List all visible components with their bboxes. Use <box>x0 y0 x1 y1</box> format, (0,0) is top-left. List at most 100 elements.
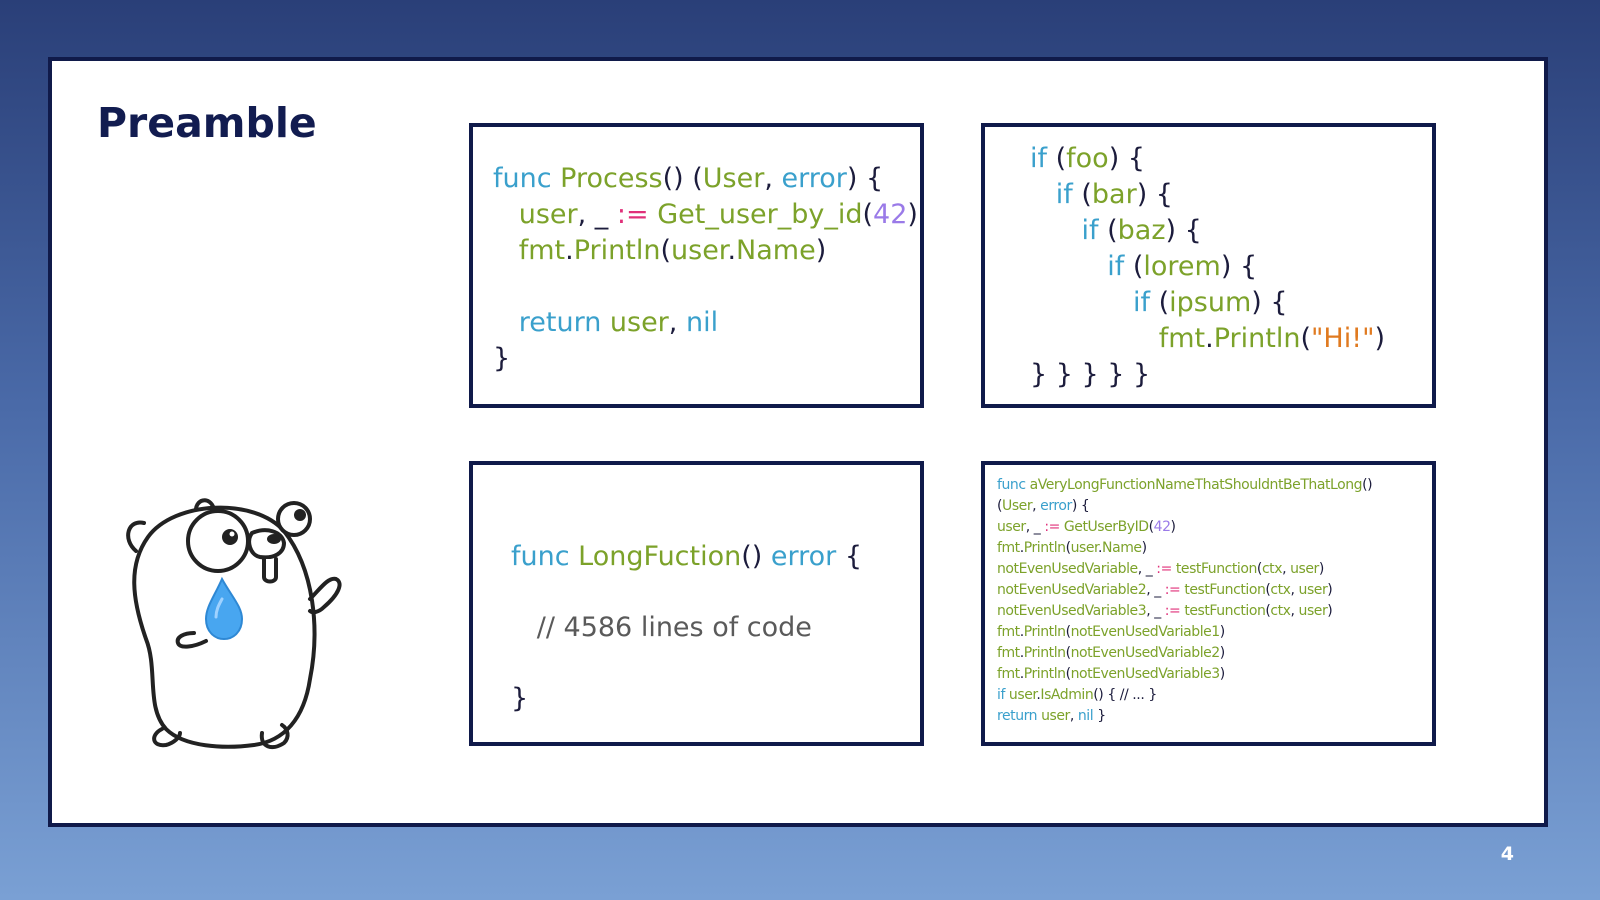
code-line: if (foo) { <box>1030 141 1385 177</box>
code-token: , <box>764 163 782 194</box>
code-line: fmt.Println(notEvenUsedVariable2) <box>997 643 1372 664</box>
slide-frame: Preamble func Process() (User, error) { … <box>48 57 1548 827</box>
code-line: user, _ := Get_user_by_id(42) <box>493 197 918 233</box>
code-line: user, _ := GetUserByID(42) <box>997 517 1372 538</box>
code-token: Println <box>1023 666 1066 682</box>
code-token: ( <box>1107 215 1118 246</box>
code-token: ctx <box>1270 603 1291 619</box>
code-line: return user, nil } <box>997 706 1372 727</box>
code-token: user <box>609 307 669 338</box>
code-token: ( <box>1081 179 1092 210</box>
code-token: } } } } } <box>1030 359 1151 390</box>
code-token: foo <box>1066 143 1109 174</box>
code-token <box>649 199 658 230</box>
code-token: func <box>493 163 561 194</box>
code-token: , <box>1282 561 1291 577</box>
code-token: fmt <box>997 540 1020 556</box>
code-token: , _ <box>1137 561 1157 577</box>
code-token: ) <box>1219 666 1225 682</box>
code-token: . <box>1098 540 1103 556</box>
code-token: testFunction <box>1184 582 1266 598</box>
code-token: testFunction <box>1184 603 1266 619</box>
code-token: . <box>1019 624 1024 640</box>
code-content: func aVeryLongFunctionNameThatShouldntBe… <box>997 475 1373 727</box>
code-token: , _ <box>1025 519 1045 535</box>
code-token: if <box>1030 215 1108 246</box>
code-line: } } } } } <box>1030 357 1385 393</box>
code-token: user <box>1298 582 1328 598</box>
code-token: () <box>1362 477 1373 493</box>
code-token: if <box>1030 251 1133 282</box>
code-token: . <box>1019 645 1024 661</box>
code-token: notEvenUsedVariable <box>997 561 1138 577</box>
code-token: ) <box>1374 323 1386 354</box>
code-token: () ( <box>662 163 703 194</box>
code-token: fmt <box>997 624 1020 640</box>
code-token: notEvenUsedVariable1 <box>1070 624 1221 640</box>
code-token: testFunction <box>1175 561 1257 577</box>
code-token: notEvenUsedVariable2 <box>1070 645 1221 661</box>
code-token: . <box>1019 540 1024 556</box>
code-token: . <box>1019 666 1024 682</box>
code-token: func <box>997 477 1030 493</box>
code-token: ( <box>1265 603 1271 619</box>
code-token: if <box>997 687 1009 703</box>
code-token: user <box>1008 687 1037 703</box>
code-token: lorem <box>1143 251 1221 282</box>
code-token: ) { <box>846 163 884 194</box>
code-token: nil <box>1077 708 1094 724</box>
code-token: 42 <box>873 199 908 230</box>
code-token: User <box>1002 498 1033 514</box>
code-line: } <box>511 663 862 734</box>
code-token: , <box>1032 498 1041 514</box>
code-token: // 4586 lines of code <box>511 612 812 643</box>
code-token: user <box>997 519 1026 535</box>
code-line: (User, error) { <box>997 496 1372 517</box>
code-token: Process <box>560 163 663 194</box>
code-token: . <box>1036 687 1041 703</box>
code-token: ) <box>1318 561 1324 577</box>
code-token: ( <box>1265 582 1271 598</box>
code-token: user <box>1298 603 1328 619</box>
code-token: ( <box>1256 561 1262 577</box>
code-token: ) { <box>1136 179 1173 210</box>
code-block-process: func Process() (User, error) { user, _ :… <box>469 123 924 408</box>
code-content: if (foo) { if (bar) { if (baz) { if (lor… <box>1030 141 1385 393</box>
code-token: LongFuction <box>578 541 742 572</box>
code-token: if <box>1030 287 1159 318</box>
code-block-long-function: func LongFuction() error { // 4586 lines… <box>469 461 924 746</box>
code-token: ( <box>1055 143 1067 174</box>
code-token: , _ <box>1146 603 1165 619</box>
code-line: // 4586 lines of code <box>511 592 862 663</box>
code-token: func <box>511 541 579 572</box>
code-token: ctx <box>1261 561 1283 577</box>
code-line: } <box>493 341 918 377</box>
code-token: ) { <box>1071 498 1090 514</box>
code-token: () { // ... } <box>1093 687 1157 703</box>
code-token: fmt <box>493 235 566 266</box>
code-token: ) { <box>1220 251 1258 282</box>
code-token: ) <box>1170 519 1176 535</box>
code-token: } <box>1093 708 1106 724</box>
code-line: notEvenUsedVariable2, _ := testFunction(… <box>997 580 1372 601</box>
code-token: baz <box>1117 215 1166 246</box>
code-token: Name <box>736 235 816 266</box>
code-token: Println <box>1023 540 1066 556</box>
code-token: , <box>1069 708 1078 724</box>
code-token: ( <box>1148 519 1154 535</box>
code-line: if (ipsum) { <box>1030 285 1385 321</box>
slide-title: Preamble <box>97 99 317 147</box>
code-token: Println <box>1023 624 1066 640</box>
code-token: := <box>1044 519 1060 535</box>
code-token: notEvenUsedVariable2 <box>997 582 1147 598</box>
code-token: := <box>1164 582 1181 598</box>
code-token: ) <box>1219 645 1225 661</box>
code-token: notEvenUsedVariable3 <box>997 603 1147 619</box>
code-token: ) { <box>1251 287 1288 318</box>
code-token: } <box>511 683 529 714</box>
code-token: fmt <box>997 666 1020 682</box>
code-token: } <box>493 343 511 374</box>
code-token: , _ <box>577 199 617 230</box>
code-token: ) <box>1141 540 1147 556</box>
code-token: user <box>493 199 578 230</box>
